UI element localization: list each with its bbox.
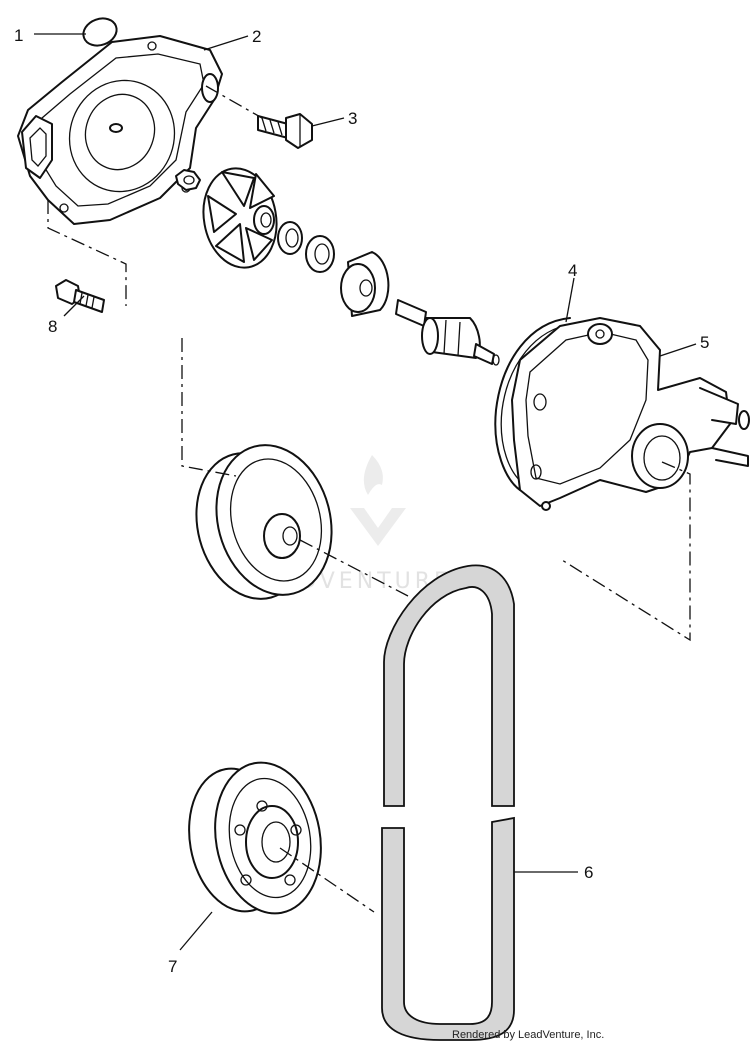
callout-8-label: 8 (48, 317, 57, 336)
callout-7-label: 7 (168, 957, 177, 976)
housing-o-ring-part (494, 317, 575, 491)
callout-5-label: 5 (700, 333, 709, 352)
hex-bolt-part (257, 113, 313, 149)
pump-cover-part (17, 35, 223, 225)
callout-1-label: 1 (14, 26, 23, 45)
leader-lines (34, 33, 697, 951)
o-ring-part (82, 17, 118, 47)
alignment-lines (47, 85, 691, 913)
callout-3-label: 3 (348, 109, 357, 128)
impeller-part (202, 167, 278, 269)
callout-2-label: 2 (252, 27, 261, 46)
seal-rings-part (277, 221, 390, 317)
rendered-by-credit: Rendered by LeadVenture, Inc. (452, 1029, 605, 1041)
callout-6-label: 6 (584, 863, 593, 882)
drive-belt-part (381, 564, 515, 1041)
pump-housing-part (511, 317, 750, 511)
callout-4-label: 4 (568, 261, 577, 280)
pump-shaft-part (395, 299, 500, 366)
pump-pulley-part (195, 444, 333, 600)
cap-screw-part (55, 279, 105, 313)
impeller-nut-part (175, 169, 201, 191)
crank-pulley-part (188, 761, 322, 915)
callout-labels: 1 2 3 4 5 6 7 8 (14, 26, 709, 976)
